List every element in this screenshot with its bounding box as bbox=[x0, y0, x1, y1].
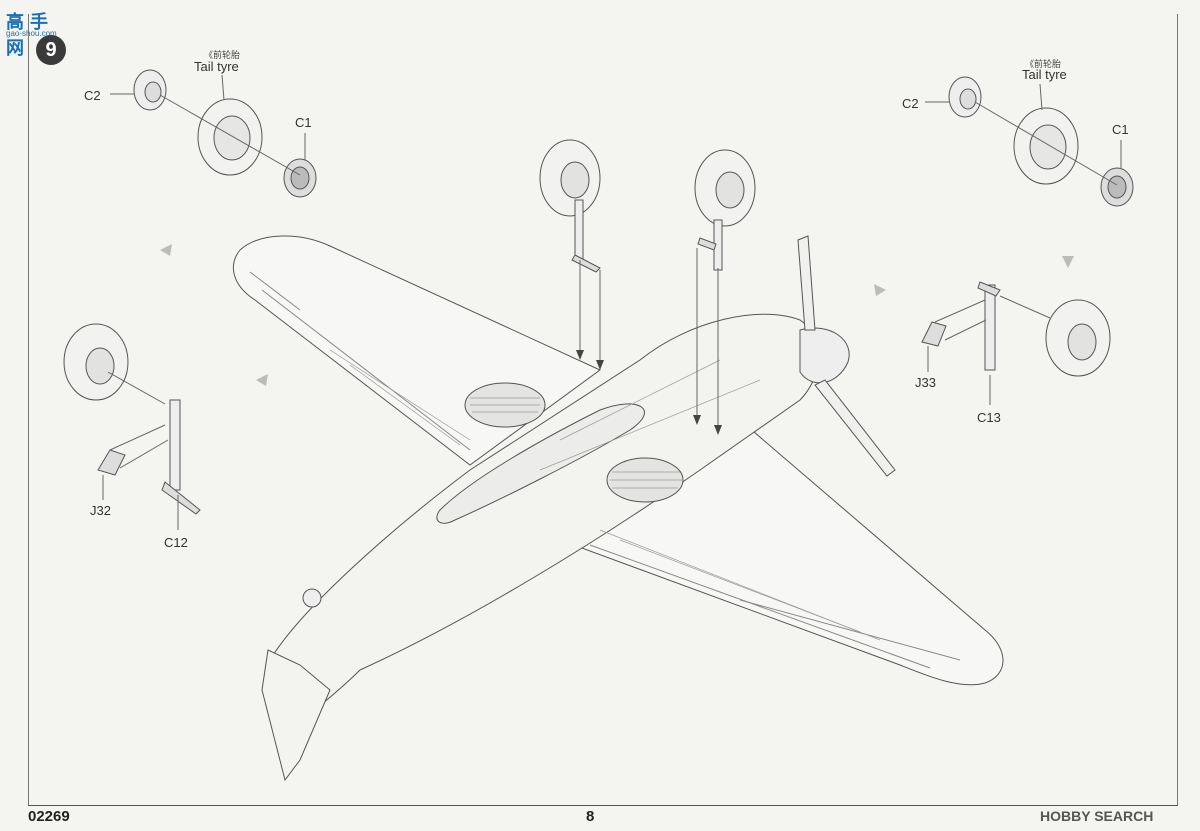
attachment-arrows bbox=[160, 244, 1074, 386]
center-main-gear bbox=[539, 139, 756, 435]
right-gear-strut bbox=[984, 284, 996, 371]
tail-fin bbox=[261, 649, 331, 782]
right-tyre-label: Tail tyre bbox=[1022, 67, 1067, 82]
airframe bbox=[232, 235, 1004, 782]
left-wheel-group bbox=[110, 69, 317, 198]
site-logo-text: 高手网 bbox=[6, 12, 54, 59]
hobby-search-watermark: HOBBY SEARCH bbox=[1040, 808, 1154, 824]
propeller-blade-down bbox=[814, 379, 896, 477]
c13-label: C13 bbox=[977, 410, 1001, 425]
left-c2-label: C2 bbox=[84, 88, 101, 103]
step-number-badge: 9 bbox=[36, 35, 66, 65]
left-gear-door bbox=[97, 449, 126, 476]
right-wheel-group bbox=[925, 76, 1134, 207]
right-tyre-cn-label: 《前轮胎 bbox=[1025, 60, 1062, 70]
propeller-blade-up bbox=[797, 235, 816, 331]
page-bottom-rule bbox=[28, 805, 1178, 806]
left-tyre-cn-label: 《前轮胎 bbox=[204, 51, 241, 61]
arrow-left-upper bbox=[160, 244, 172, 256]
right-c1-label: C1 bbox=[1112, 122, 1129, 137]
site-logo: 高手网 gao-shou.com bbox=[4, 4, 74, 59]
j33-label: J33 bbox=[915, 375, 936, 390]
tail-wheel bbox=[302, 588, 322, 608]
arrow-right-upper bbox=[1062, 256, 1074, 268]
left-tyre-label: Tail tyre bbox=[194, 59, 239, 74]
page-number: 8 bbox=[586, 808, 595, 825]
left-c1-label: C1 bbox=[295, 115, 312, 130]
kit-code: 02269 bbox=[28, 808, 70, 825]
spinner bbox=[799, 327, 850, 384]
right-gear-exploded bbox=[921, 281, 1111, 405]
left-gear-strut bbox=[169, 399, 181, 491]
right-c2-label: C2 bbox=[902, 96, 919, 111]
arrow-right-mid bbox=[874, 284, 886, 296]
page-frame bbox=[28, 14, 1178, 806]
j32-label: J32 bbox=[90, 503, 111, 518]
center-left-strut bbox=[574, 199, 584, 261]
c12-label: C12 bbox=[164, 535, 188, 550]
canopy bbox=[436, 403, 645, 524]
site-logo-url: gao-shou.com bbox=[6, 29, 57, 38]
arrow-left-lower bbox=[256, 374, 268, 386]
left-gear-exploded bbox=[63, 323, 201, 530]
right-gear-door bbox=[921, 321, 947, 347]
